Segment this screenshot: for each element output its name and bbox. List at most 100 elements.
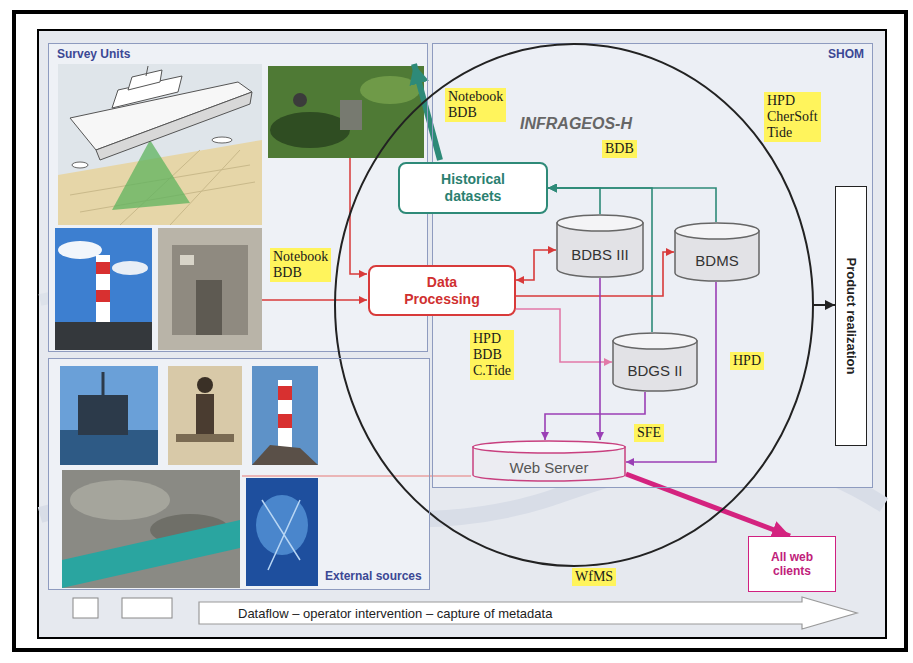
connector bbox=[814, 304, 835, 306]
sea-floor bbox=[58, 140, 262, 225]
box-label: Historical datasets bbox=[441, 171, 505, 205]
photo-object bbox=[293, 93, 307, 107]
note-tag: SFE bbox=[634, 424, 664, 442]
connector bbox=[545, 392, 645, 440]
output-bar: Product realization bbox=[835, 186, 867, 446]
panel-title: SHOM bbox=[828, 47, 864, 61]
ship-mast bbox=[146, 66, 148, 76]
survey-feed-line bbox=[350, 158, 367, 274]
tower-band bbox=[96, 262, 110, 274]
connector bbox=[516, 250, 556, 280]
photo-ground bbox=[55, 228, 152, 350]
tower-band bbox=[278, 414, 292, 428]
database-cylinder: BDGS II bbox=[612, 332, 698, 392]
note-tag: Notebook BDB bbox=[445, 88, 506, 122]
dataflow-arrow: Dataflow – operator intervention – captu… bbox=[198, 596, 858, 630]
scaffold bbox=[176, 434, 234, 442]
platform bbox=[78, 395, 128, 435]
note-tag: Notebook BDB bbox=[270, 248, 331, 282]
blank-box bbox=[122, 598, 172, 618]
photo-object bbox=[340, 100, 362, 130]
section-panel: External sources bbox=[48, 358, 430, 590]
wreck bbox=[262, 500, 300, 570]
mast bbox=[102, 372, 105, 395]
photo-ground bbox=[246, 478, 318, 586]
box-label: Data Processing bbox=[404, 274, 479, 308]
system-name: INFRAGEOS-H bbox=[520, 115, 632, 133]
lighthouse-photo bbox=[55, 228, 152, 350]
door bbox=[196, 280, 222, 335]
connector bbox=[516, 309, 612, 362]
sea-ground bbox=[58, 64, 262, 225]
note-tag: HPD BDB C.Tide bbox=[470, 330, 514, 380]
photo-shade bbox=[270, 112, 350, 148]
tower bbox=[96, 255, 110, 330]
dataflow-label: Dataflow – operator intervention – captu… bbox=[238, 606, 552, 621]
tower-band bbox=[278, 386, 292, 400]
wall bbox=[172, 245, 248, 335]
photo-ground bbox=[168, 366, 242, 465]
server-label: Web Server bbox=[510, 459, 589, 476]
external-photo bbox=[168, 366, 242, 465]
arrow-body bbox=[199, 597, 857, 629]
panel-ground bbox=[48, 358, 430, 590]
note-tag: WfMS bbox=[572, 568, 616, 586]
photo-shade bbox=[360, 76, 420, 104]
inner-frame bbox=[38, 30, 886, 638]
export-arrow bbox=[414, 64, 440, 160]
circle-outline bbox=[335, 44, 813, 566]
photo-ground bbox=[252, 366, 318, 465]
blank-box bbox=[73, 598, 98, 618]
process-box: Historical datasets bbox=[398, 162, 548, 214]
output-label: Product realization bbox=[844, 257, 859, 374]
connector bbox=[599, 278, 601, 440]
cylinder-top bbox=[613, 333, 697, 349]
external-photo bbox=[62, 470, 240, 588]
database-label: BDBS III bbox=[571, 246, 629, 263]
note-tag: BDB bbox=[602, 140, 637, 158]
rock bbox=[70, 480, 170, 520]
station-photo bbox=[158, 228, 262, 350]
photo-base bbox=[55, 322, 152, 350]
note-tag: HPD bbox=[730, 352, 764, 370]
database-cylinder: BDBS III bbox=[556, 214, 644, 278]
note-tag: HPD CherSoft Tide bbox=[764, 92, 821, 142]
person bbox=[197, 377, 213, 393]
ship-bridge bbox=[128, 70, 162, 90]
box-label: All web clients bbox=[762, 550, 822, 578]
person bbox=[196, 394, 214, 434]
rocks bbox=[252, 445, 318, 465]
field-photo bbox=[268, 66, 424, 158]
tower-band bbox=[96, 290, 110, 302]
photo-ground bbox=[158, 228, 262, 350]
database-label: BDMS bbox=[695, 252, 738, 269]
survey-feed-line bbox=[262, 299, 367, 301]
system-circle: INFRAGEOS-H Historical datasetsBDBS III BD… bbox=[334, 43, 814, 567]
database-cylinder: BDMS bbox=[674, 222, 760, 282]
server-cylinder: Web Server bbox=[472, 440, 626, 482]
tower bbox=[278, 380, 292, 450]
sea bbox=[60, 430, 158, 465]
small-boat bbox=[72, 162, 88, 168]
connector bbox=[626, 474, 790, 536]
cylinder-top bbox=[473, 441, 625, 453]
cylinder-top bbox=[675, 223, 759, 239]
client-box: All web clients bbox=[748, 536, 836, 592]
process-box: Data Processing bbox=[368, 265, 516, 316]
connector bbox=[548, 188, 600, 214]
cloud bbox=[112, 261, 148, 275]
connector bbox=[626, 282, 716, 462]
sign bbox=[180, 255, 194, 265]
external-photo bbox=[246, 478, 318, 586]
external-photo bbox=[60, 366, 158, 465]
panel-title: External sources bbox=[325, 569, 422, 583]
external-feed-line bbox=[242, 475, 471, 477]
cylinder-top bbox=[557, 215, 643, 231]
external-photo bbox=[252, 366, 318, 465]
photo-ground bbox=[268, 66, 424, 158]
photo-ground bbox=[62, 470, 240, 588]
panel-title: Survey Units bbox=[57, 47, 130, 61]
small-boat bbox=[212, 137, 232, 143]
photo-ground bbox=[60, 366, 158, 465]
